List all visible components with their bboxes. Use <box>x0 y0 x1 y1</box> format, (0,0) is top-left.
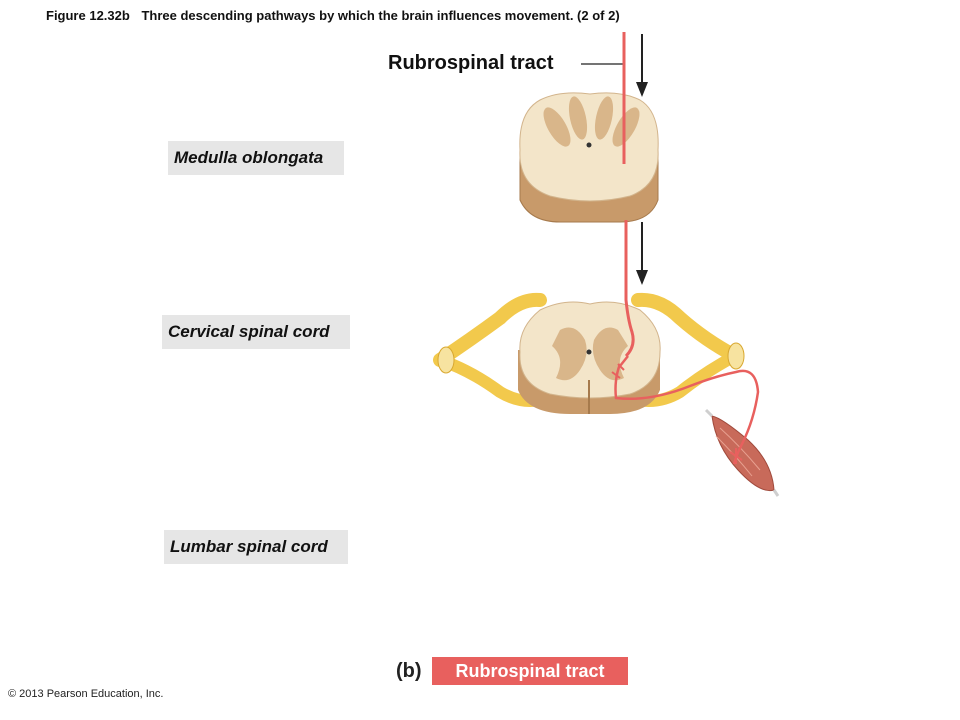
tract-label: Rubrospinal tract <box>388 52 554 74</box>
figure-caption: Figure 12.32b Three descending pathways … <box>46 8 620 23</box>
muscle-illustration <box>704 408 780 497</box>
panel-title-badge: Rubrospinal tract <box>432 657 628 685</box>
figure-caption-text: Three descending pathways by which the b… <box>141 8 620 23</box>
synapse-icon <box>611 355 629 379</box>
rubrospinal-pathway <box>624 220 635 358</box>
down-arrow-icon <box>636 222 648 285</box>
region-label-cervical: Cervical spinal cord <box>162 315 350 349</box>
region-label-lumbar: Lumbar spinal cord <box>164 530 348 564</box>
neuromuscular-junction-icon <box>729 448 743 464</box>
region-label-medulla: Medulla oblongata <box>168 141 344 175</box>
down-arrow-icon <box>636 34 648 97</box>
panel-letter: (b) <box>396 660 422 682</box>
figure-number: Figure 12.32b <box>46 8 130 23</box>
copyright-notice: © 2013 Pearson Education, Inc. <box>8 688 164 700</box>
medulla-cross-section <box>519 92 659 223</box>
motor-neuron-axon <box>614 363 760 465</box>
cervical-cross-section <box>433 292 745 414</box>
